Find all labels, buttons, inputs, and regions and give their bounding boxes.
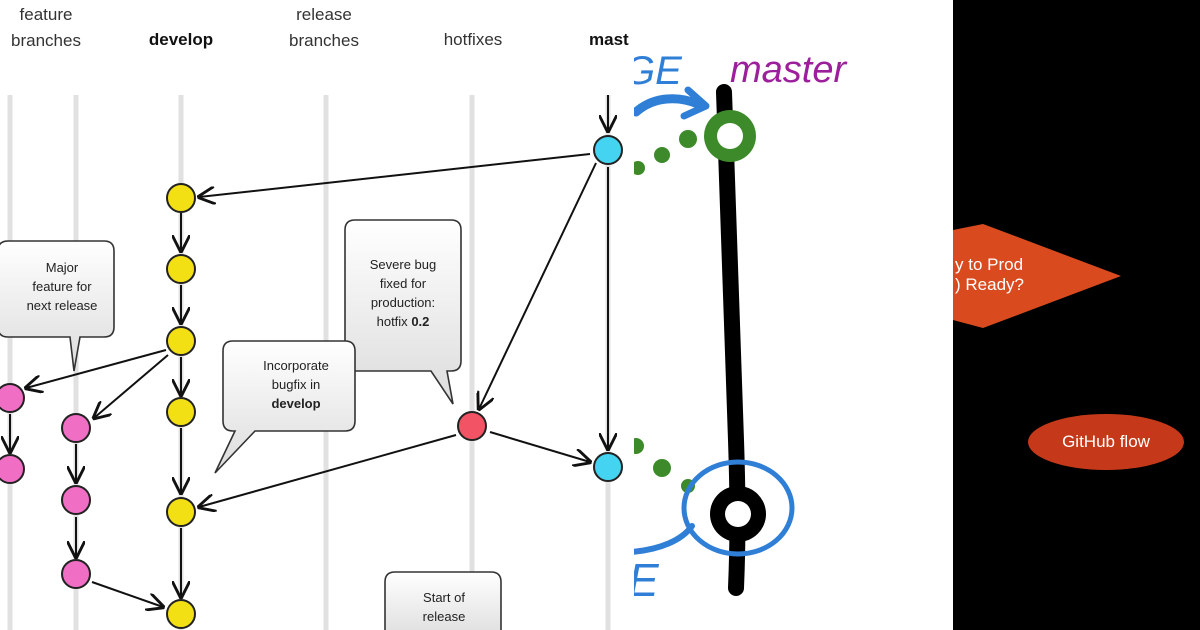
bubble-incorporate: [214, 340, 356, 474]
bubble-start-release: [384, 571, 502, 630]
bottom-partial-text: E: [634, 554, 660, 606]
decision-shape-prod-ready: [953, 224, 1121, 328]
hotfix-commit: [457, 411, 487, 441]
bubble-major-feature-text: Major feature for next release: [26, 260, 98, 313]
top-arrow-head: [680, 86, 710, 120]
bubble-severe-bug-version: 0.2: [411, 314, 430, 329]
master-label: master: [730, 49, 847, 91]
column-header-master: mast: [589, 30, 629, 49]
gitflow-diagram: [0, 95, 623, 630]
bottom-commit-center: [725, 501, 751, 527]
feature-commit: [61, 485, 91, 515]
develop-commits: [166, 183, 196, 629]
github-flow-label: GitHub flow: [1062, 432, 1150, 451]
flowchart-panel: y to Prod ) Ready? GitHub flow: [953, 0, 1200, 630]
bubble-major-feature: [0, 240, 115, 372]
green-dots-top: [634, 130, 697, 175]
github-flow-ellipse: [1028, 414, 1184, 470]
feature-commit: [61, 559, 91, 589]
bubble-severe-bug: [344, 219, 462, 405]
feature-commits: [0, 383, 91, 589]
bubble-incorporate-label: Incorporate bugfix in: [263, 358, 329, 392]
top-partial-text: GE: [634, 49, 683, 93]
feature-commit: [61, 413, 91, 443]
master-commits: [593, 135, 623, 482]
top-commit-center: [717, 123, 743, 149]
flowchart: [953, 224, 1184, 470]
bubble-incorporate-target: develop: [271, 396, 321, 411]
feature-commit: [0, 383, 25, 413]
develop-commit: [166, 254, 196, 284]
bubble-shapes: [0, 219, 502, 630]
bottom-arc: [634, 523, 695, 555]
decision-text: y to Prod ) Ready?: [955, 255, 1024, 294]
top-arrow: [634, 94, 703, 117]
green-dots-bottom: [634, 438, 695, 493]
feature-arrows: [10, 349, 169, 607]
develop-commit: [166, 599, 196, 629]
bottom-commit-highlight: [681, 459, 795, 557]
feature-commit: [0, 454, 25, 484]
bubble-incorporate-text: Incorporate bugfix in develop: [240, 356, 352, 413]
gitflow-diagram-panel: feature branches develop release branche…: [0, 0, 634, 630]
column-header-feature-branches: feature branches: [11, 5, 81, 50]
develop-commit: [166, 183, 196, 213]
column-header-develop: develop: [148, 30, 214, 49]
master-sketch: GE E master: [634, 49, 847, 606]
develop-commit: [166, 497, 196, 527]
master-sketch-panel: GE E master: [634, 0, 953, 630]
master-commit: [593, 135, 623, 165]
master-commit: [593, 452, 623, 482]
bubble-severe-bug-text: Severe bug fixed for production: hotfix …: [347, 255, 459, 331]
master-arrows: [199, 95, 608, 507]
column-header-release-branches: release branches: [289, 5, 359, 50]
develop-commit: [166, 326, 196, 356]
develop-commit: [166, 397, 196, 427]
column-header-hotfixes: hotfixes: [443, 30, 503, 49]
bubble-start-release-text: Start of release: [422, 590, 466, 624]
bubble-severe-bug-label: Severe bug fixed for production: hotfix: [369, 257, 437, 329]
